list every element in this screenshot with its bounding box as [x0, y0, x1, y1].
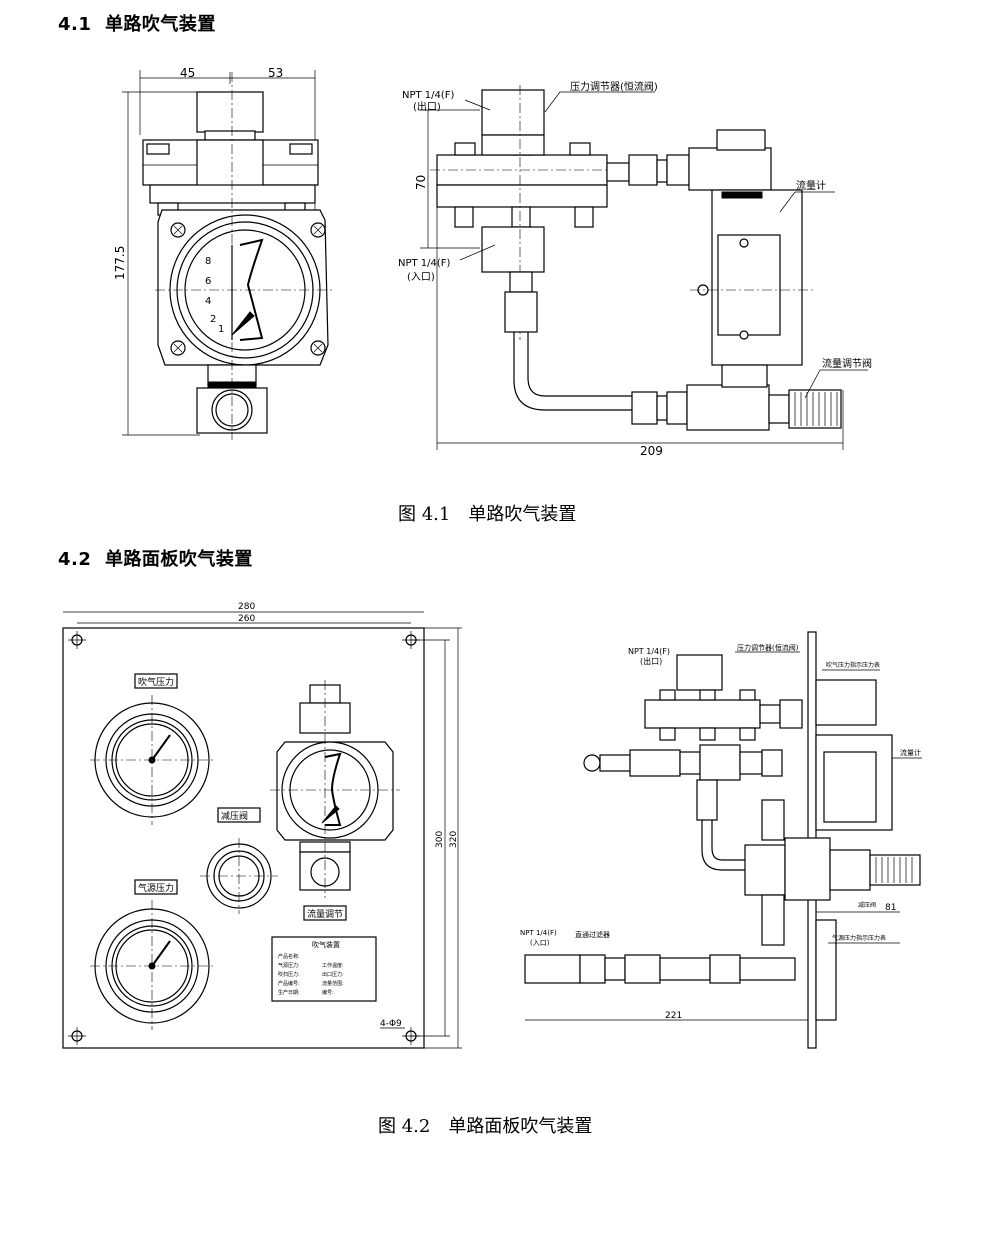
fig2-side-view: 221 81 NPT 1/4(F) (出口) 压力调节器(恒流阀) 吹气压力指示…: [520, 631, 922, 1049]
figure-4-2-caption: 图 4.2 单路面板吹气装置: [378, 1116, 593, 1137]
label-reducer: 减压阀: [221, 810, 248, 822]
label-flow-adjust: 流量调节: [307, 908, 343, 920]
nameplate-cell: 生产日期:: [278, 989, 300, 996]
label-source-gauge: 气源压力指示压力表: [832, 934, 886, 942]
dim-45: 45: [180, 66, 195, 80]
label-filter: 直通过滤器: [575, 930, 610, 939]
gauge-tick: 1: [218, 324, 224, 335]
gauge-tick: 4: [205, 296, 211, 307]
nameplate-cell: 流量范围:: [322, 980, 344, 987]
gauge-tick: 6: [205, 276, 211, 287]
label-outlet: NPT 1/4(F): [402, 90, 455, 101]
label-outlet: NPT 1/4(F): [628, 647, 670, 656]
dim-320: 320: [449, 831, 459, 848]
section-title-text: 单路面板吹气装置: [104, 549, 253, 570]
gauge-tick: 2: [210, 314, 216, 325]
dim-221: 221: [665, 1011, 682, 1021]
nameplate-cell: 产品编号:: [278, 980, 300, 987]
dim-260: 260: [238, 614, 255, 624]
label-regulator: 压力调节器(恒流阀): [737, 643, 799, 652]
label-inlet-note: (入口): [407, 272, 435, 283]
label-flowmeter: 流量计: [900, 748, 921, 757]
label-outlet-note: (出口): [640, 656, 662, 666]
fig1-screws: [170, 222, 326, 356]
fig1-side-view: 70 209 NPT 1/4(F) (出口) 压力调节器(恒流阀) NPT 1/…: [398, 80, 872, 458]
label-inlet: NPT 1/4(F): [398, 258, 451, 269]
dim-holes: 4-Φ9: [380, 1019, 402, 1029]
nameplate-title: 吹气装置: [312, 940, 340, 949]
nameplate-cell: 产品名称:: [278, 953, 300, 960]
dim-53: 53: [268, 66, 283, 80]
nameplate-cell: 编号:: [322, 989, 334, 996]
dim-70: 70: [414, 175, 428, 190]
section-title-text: 单路吹气装置: [104, 14, 216, 35]
section-number: 4.1: [58, 14, 92, 35]
label-source-pressure: 气源压力: [138, 882, 174, 894]
nameplate: 吹气装置 产品名称: 气源压力: 工作温度: 吹扫压力: 出口压力: 产品编号:…: [271, 936, 377, 1002]
section-4-1-title: 4.1 单路吹气装置: [58, 10, 216, 36]
fig2-panel-front: 280 260 300 320 4-Φ9 吹气压力 减压阀: [62, 602, 462, 1049]
nameplate-cell: 出口压力:: [322, 971, 344, 978]
panel-mount-holes: [68, 631, 420, 1045]
section-number: 4.2: [58, 549, 92, 570]
dim-280: 280: [238, 602, 255, 612]
label-inlet-note: (入口): [530, 939, 550, 947]
label-blow-gauge: 吹气压力指示压力表: [826, 661, 880, 669]
label-reducer-valve: 减压阀: [858, 901, 876, 909]
dim-300: 300: [435, 831, 445, 848]
dim-81: 81: [885, 903, 896, 913]
nameplate-cell: 工作温度:: [322, 962, 344, 969]
dim-209: 209: [640, 444, 663, 458]
nameplate-cell: 气源压力:: [278, 962, 300, 969]
fig1-front-view: 45 53 177.5 8 6 4 2 1: [113, 66, 335, 440]
label-outlet-note: (出口): [413, 100, 441, 113]
fig1-gauge-scale: 8 6 4 2 1: [205, 256, 224, 335]
label-regulator: 压力调节器(恒流阀): [570, 80, 658, 93]
label-inlet: NPT 1/4(F): [520, 929, 557, 937]
section-4-2-title: 4.2 单路面板吹气装置: [58, 545, 253, 571]
label-flow-valve: 流量调节阀: [822, 357, 872, 370]
nameplate-cell: 吹扫压力:: [278, 971, 300, 978]
gauge-tick: 8: [205, 256, 211, 267]
dim-177-5: 177.5: [113, 246, 127, 280]
label-flowmeter: 流量计: [796, 179, 826, 192]
label-blow-pressure: 吹气压力: [138, 676, 174, 688]
figure-4-1-caption: 图 4.1 单路吹气装置: [398, 504, 577, 525]
